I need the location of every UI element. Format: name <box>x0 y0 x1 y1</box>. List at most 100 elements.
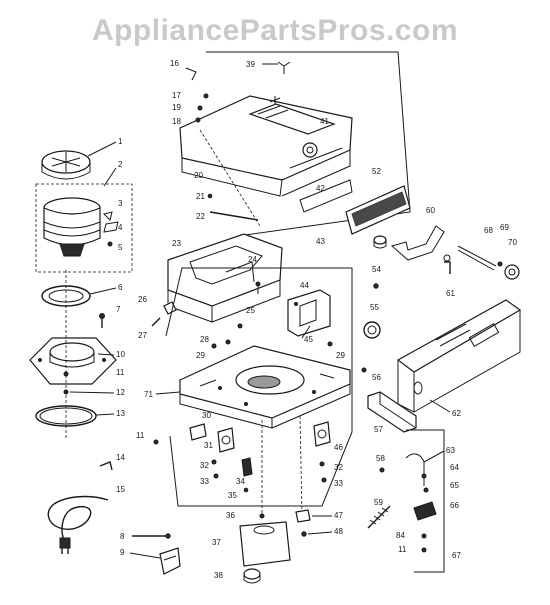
label-70: 70 <box>508 238 517 247</box>
label-84: 84 <box>396 531 405 540</box>
watermark-text: AppliancePartsPros.com <box>91 14 459 47</box>
label-29b: 29 <box>336 351 345 360</box>
bracket-60 <box>390 225 445 261</box>
label-35: 35 <box>228 491 237 500</box>
label-2: 2 <box>118 160 123 169</box>
screw-8 <box>132 533 171 539</box>
label-63: 63 <box>446 446 455 455</box>
label-57: 57 <box>374 425 383 434</box>
label-19: 19 <box>172 103 181 112</box>
clip-69 <box>497 261 503 267</box>
screw-18 <box>195 117 201 123</box>
knob-53 <box>373 235 387 249</box>
screw-54 <box>373 283 379 289</box>
label-34: 34 <box>236 477 245 486</box>
screw-56 <box>361 367 367 373</box>
label-16: 16 <box>170 59 179 68</box>
screw-29a <box>211 343 217 349</box>
label-12: 12 <box>116 388 125 397</box>
label-43: 43 <box>316 237 325 246</box>
screw-24 <box>255 281 261 294</box>
label-23: 23 <box>172 239 181 248</box>
label-61: 61 <box>446 289 455 298</box>
base-leader-box <box>165 267 353 507</box>
bracket-30 <box>189 423 207 441</box>
label-21: 21 <box>196 192 205 201</box>
label-30: 30 <box>202 411 211 420</box>
screw-11b <box>153 439 159 445</box>
screw-33a <box>213 473 219 479</box>
label-46: 46 <box>334 443 343 452</box>
label-15: 15 <box>116 485 125 494</box>
label-36: 36 <box>226 511 235 520</box>
top-leader-box <box>206 51 411 237</box>
label-60: 60 <box>426 206 435 215</box>
nut-26 <box>163 301 177 315</box>
label-45: 45 <box>304 335 313 344</box>
label-69: 69 <box>500 223 509 232</box>
screw-19 <box>197 105 203 111</box>
screw-48 <box>301 531 307 537</box>
label-58: 58 <box>376 454 385 463</box>
label-24: 24 <box>248 255 257 264</box>
screw-84 <box>421 533 427 539</box>
label-27: 27 <box>138 331 147 340</box>
label-5: 5 <box>118 243 123 252</box>
label-13: 13 <box>116 409 125 418</box>
label-52: 52 <box>372 167 381 176</box>
label-10: 10 <box>116 350 125 359</box>
label-67: 67 <box>452 551 461 560</box>
screw-7 <box>99 313 105 328</box>
bracket-9 <box>159 547 181 575</box>
label-42: 42 <box>316 184 325 193</box>
nameplate-62 <box>396 299 522 413</box>
rod-22 <box>209 211 259 221</box>
switch-66 <box>413 501 437 521</box>
motor-box <box>35 183 133 273</box>
knob-16 <box>185 67 197 81</box>
screw-33b <box>321 477 327 483</box>
label-55: 55 <box>370 303 379 312</box>
label-62: 62 <box>452 409 461 418</box>
label-37: 37 <box>212 538 221 547</box>
top-cover <box>179 95 353 213</box>
screw-36 <box>259 513 265 519</box>
label-33b: 33 <box>334 479 343 488</box>
bracket-34 <box>241 457 253 477</box>
plus-cover-top <box>269 96 281 104</box>
label-32a: 32 <box>200 461 209 470</box>
screw-28 <box>225 339 231 345</box>
label-29a: 29 <box>196 351 205 360</box>
screw-39 <box>277 61 291 74</box>
label-31: 31 <box>204 441 213 450</box>
label-32b: 32 <box>334 463 343 472</box>
label-17: 17 <box>172 91 181 100</box>
clip-65 <box>423 487 429 493</box>
wheel-70 <box>504 264 520 280</box>
label-3: 3 <box>118 199 123 208</box>
label-71: 71 <box>144 390 153 399</box>
cord-63 <box>405 453 425 486</box>
label-11a: 11 <box>116 368 125 377</box>
label-48: 48 <box>334 527 343 536</box>
label-7: 7 <box>116 305 121 314</box>
label-44: 44 <box>300 281 309 290</box>
wheel-31 <box>217 427 235 453</box>
screw-35 <box>243 487 249 493</box>
housing-23 <box>167 233 283 323</box>
label-22: 22 <box>196 212 205 221</box>
screw-32a <box>211 459 217 465</box>
bottom-plate-37 <box>239 521 291 567</box>
label-65: 65 <box>450 481 459 490</box>
label-41: 41 <box>320 117 329 126</box>
label-68: 68 <box>484 226 493 235</box>
screw-32b <box>319 461 325 467</box>
label-59: 59 <box>374 498 383 507</box>
label-56: 56 <box>372 373 381 382</box>
label-26: 26 <box>138 295 147 304</box>
knob-38 <box>243 568 261 584</box>
screw-25 <box>237 323 243 329</box>
motor-cap <box>41 150 91 180</box>
switch-bracket-45 <box>287 289 331 337</box>
